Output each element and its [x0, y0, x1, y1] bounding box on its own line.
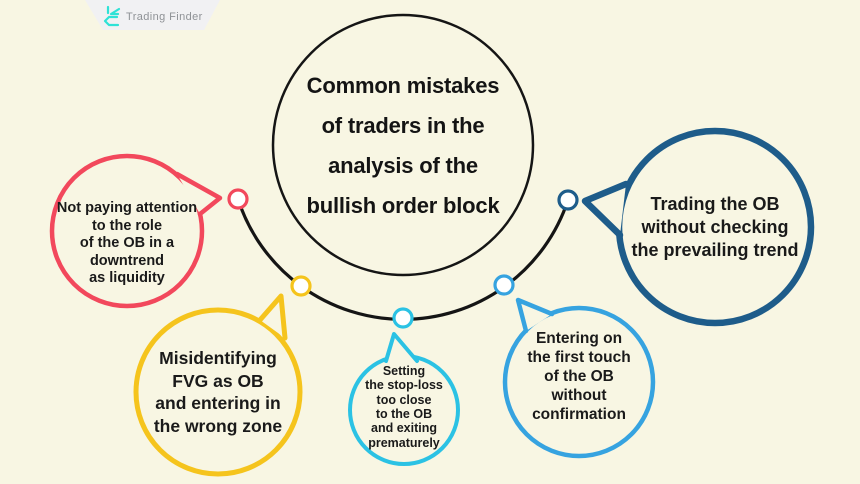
arc-node-cyan [392, 307, 414, 329]
bubble-label-trading-without-trend-check: Trading the OB without checking the prev… [631, 193, 799, 260]
bubble-label-stop-loss-too-close: Setting the stop-loss too close to the O… [365, 363, 443, 450]
bubble-entering-first-touch [502, 297, 656, 459]
bubble-circle [133, 307, 303, 477]
logo-icon-stroke [103, 15, 120, 27]
bubble-misidentifying-fvg [133, 293, 303, 477]
arc-node-red [227, 188, 249, 210]
bubble-tail [174, 171, 223, 217]
bubble-trading-without-trend-check [581, 127, 815, 327]
arc-node-darkblue [557, 189, 579, 211]
bubble-circle [49, 153, 205, 309]
arc-node-yellow [290, 275, 312, 297]
bubble-tail [257, 293, 288, 341]
bubble-tail [515, 297, 555, 334]
bubble-tail [581, 180, 630, 239]
central-circle [271, 13, 535, 277]
bubble-stop-loss-too-close [348, 332, 460, 466]
trading-finder-logo-icon [103, 5, 121, 27]
logo-banner [85, 0, 220, 30]
bubble-circle [502, 305, 656, 459]
logo-icon-stroke [109, 7, 121, 16]
bubble-label-entering-first-touch: Entering on the first touch of the OB wi… [527, 330, 631, 423]
central-title: Common mistakes of traders in the analys… [306, 73, 500, 218]
bubble-tail [384, 332, 419, 363]
arc-node-azure [493, 274, 515, 296]
bubble-not-paying-attention [49, 153, 223, 309]
bubble-label-not-paying-attention: Not paying attention to the role of the … [56, 200, 198, 287]
bubble-label-misidentifying-fvg: Misidentifying FVG as OB and entering in… [153, 348, 283, 436]
trading-finder-logo-text: Trading Finder [126, 11, 203, 23]
